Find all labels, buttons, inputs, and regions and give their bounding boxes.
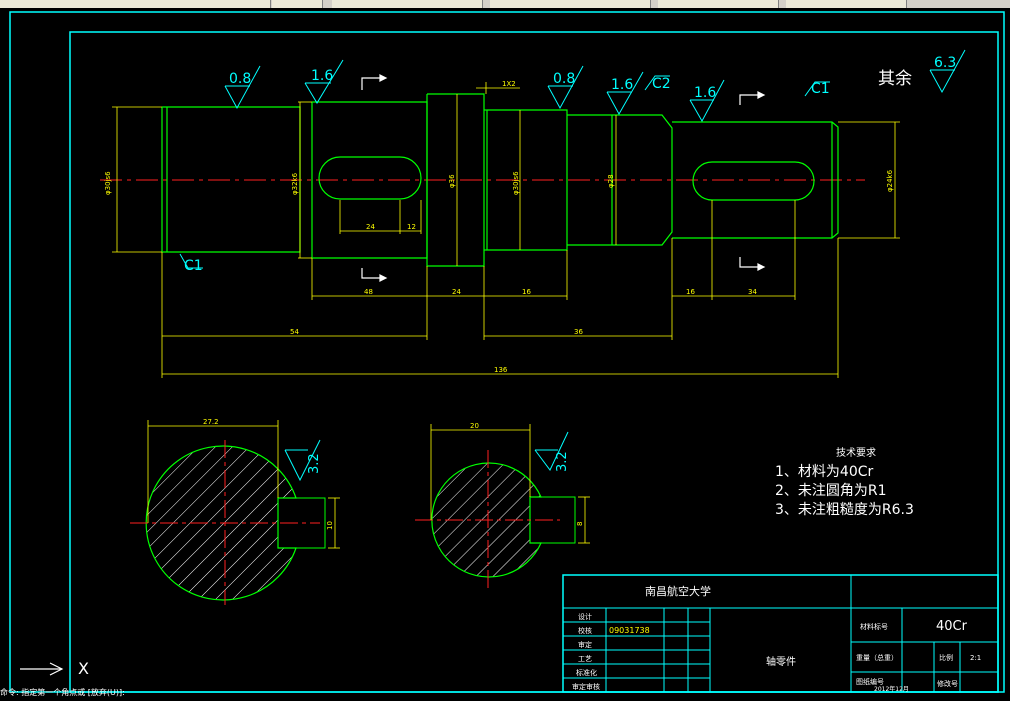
roughness-2: 1.6 bbox=[311, 68, 333, 84]
sheet-border bbox=[9, 11, 1005, 693]
toolbar-item-5[interactable] bbox=[658, 0, 779, 8]
roughness-texts: 0.8 1.6 0.8 1.6 1.6 6.3 C2 C1 C1 bbox=[184, 55, 956, 274]
cad-drawing: φ30js6 φ32k6 φ36 φ30js6 φ28 φ24k6 24 12 … bbox=[9, 11, 1005, 693]
toolbar-strip bbox=[0, 0, 1010, 8]
material-value: 40Cr bbox=[936, 619, 968, 634]
dim-d4: φ30js6 bbox=[512, 171, 520, 195]
dim-key1-len: 24 bbox=[366, 223, 375, 231]
ucs-icon bbox=[20, 662, 64, 676]
command-line[interactable]: 命令: 指定第一个角点或 [放弃(U)]: bbox=[0, 688, 125, 697]
roughness-1: 0.8 bbox=[229, 71, 251, 87]
dim-d6: φ24k6 bbox=[886, 169, 894, 192]
tb-row-5: 标准化 bbox=[576, 668, 597, 677]
toolbar-item-1[interactable] bbox=[0, 0, 271, 8]
toolbar-item-2[interactable] bbox=[272, 0, 323, 8]
roughness-section-1: 3.2 bbox=[307, 453, 322, 474]
section1-key: 10 bbox=[326, 521, 334, 530]
dim-d3: φ36 bbox=[448, 174, 456, 188]
roughness-4: 1.6 bbox=[611, 77, 633, 93]
tb-row-3: 审定 bbox=[578, 640, 592, 649]
title-block-texts: 南昌航空大学 设计 校核 审定 工艺 标准化 审定审核 09031738 轴零件… bbox=[572, 584, 981, 693]
dim-d1: φ30js6 bbox=[104, 171, 112, 195]
dim-seg3: 16 bbox=[522, 288, 531, 296]
sheet-label: 修改号 bbox=[937, 679, 958, 688]
section2-key: 8 bbox=[576, 522, 584, 526]
drawing-no-label: 图纸编号 bbox=[856, 677, 884, 686]
tb-row-2: 校核 bbox=[578, 626, 592, 635]
dim-d5: φ28 bbox=[607, 174, 615, 188]
student-id: 09031738 bbox=[609, 626, 650, 635]
tb-row-6: 审定审核 bbox=[572, 682, 600, 691]
requirement-2: 2、未注圆角为R1 bbox=[775, 483, 887, 499]
dim-seg1: 48 bbox=[364, 288, 373, 296]
dim-seg2: 24 bbox=[452, 288, 461, 296]
tb-row-1: 设计 bbox=[578, 612, 592, 621]
title-block bbox=[562, 574, 999, 693]
dimension-lines bbox=[112, 82, 900, 378]
drawing-date: 2012年12月 bbox=[874, 685, 909, 693]
requirements-title: 技术要求 bbox=[836, 446, 876, 459]
toolbar-item-3[interactable] bbox=[332, 0, 483, 8]
scale-value: 2:1 bbox=[970, 654, 981, 662]
dimension-texts: φ30js6 φ32k6 φ36 φ30js6 φ28 φ24k6 24 12 … bbox=[104, 80, 894, 374]
chamfer-c1-right: C1 bbox=[811, 81, 830, 97]
section-view-2: 20 8 bbox=[415, 422, 590, 590]
roughness-rest-value: 6.3 bbox=[934, 55, 956, 71]
dim-d2: φ32k6 bbox=[291, 172, 299, 195]
dim-total-mid: 36 bbox=[574, 328, 583, 336]
toolbar-item-6[interactable] bbox=[786, 0, 907, 8]
roughness-5: 1.6 bbox=[694, 85, 716, 101]
dim-seg5: 34 bbox=[748, 288, 757, 296]
roughness-rest-label: 其余 bbox=[878, 69, 912, 89]
dim-total-left: 54 bbox=[290, 328, 299, 336]
technical-requirements: 技术要求 1、材料为40Cr 2、未注圆角为R1 3、未注粗糙度为R6.3 bbox=[775, 446, 914, 518]
chamfer-c2: C2 bbox=[652, 76, 671, 92]
part-name: 轴零件 bbox=[766, 655, 796, 668]
section-view-1: 27.2 10 bbox=[130, 418, 340, 605]
roughness-section-2: 3.2 bbox=[555, 451, 570, 472]
requirement-1: 1、材料为40Cr bbox=[775, 464, 873, 480]
weight-label: 重量（总重） bbox=[856, 653, 898, 662]
scale-label: 比例 bbox=[939, 653, 953, 662]
section2-width: 20 bbox=[470, 422, 479, 430]
dim-total: 136 bbox=[494, 366, 508, 374]
chamfer-c1-left: C1 bbox=[184, 258, 203, 274]
roughness-symbols bbox=[179, 49, 966, 482]
requirement-3: 3、未注粗糙度为R6.3 bbox=[775, 502, 914, 518]
section1-width: 27.2 bbox=[203, 418, 219, 426]
dim-seg4: 16 bbox=[686, 288, 695, 296]
axis-x-label: X bbox=[78, 659, 89, 678]
toolbar-item-4[interactable] bbox=[490, 0, 651, 8]
roughness-3: 0.8 bbox=[553, 71, 575, 87]
tb-row-4: 工艺 bbox=[578, 655, 592, 663]
material-label: 材料标号 bbox=[860, 622, 888, 631]
school-name: 南昌航空大学 bbox=[645, 584, 711, 598]
section-arrows bbox=[361, 74, 766, 282]
drawing-canvas[interactable]: φ30js6 φ32k6 φ36 φ30js6 φ28 φ24k6 24 12 … bbox=[0, 8, 1010, 697]
dim-groove: 1X2 bbox=[502, 80, 516, 88]
dim-key1-off: 12 bbox=[407, 223, 416, 231]
